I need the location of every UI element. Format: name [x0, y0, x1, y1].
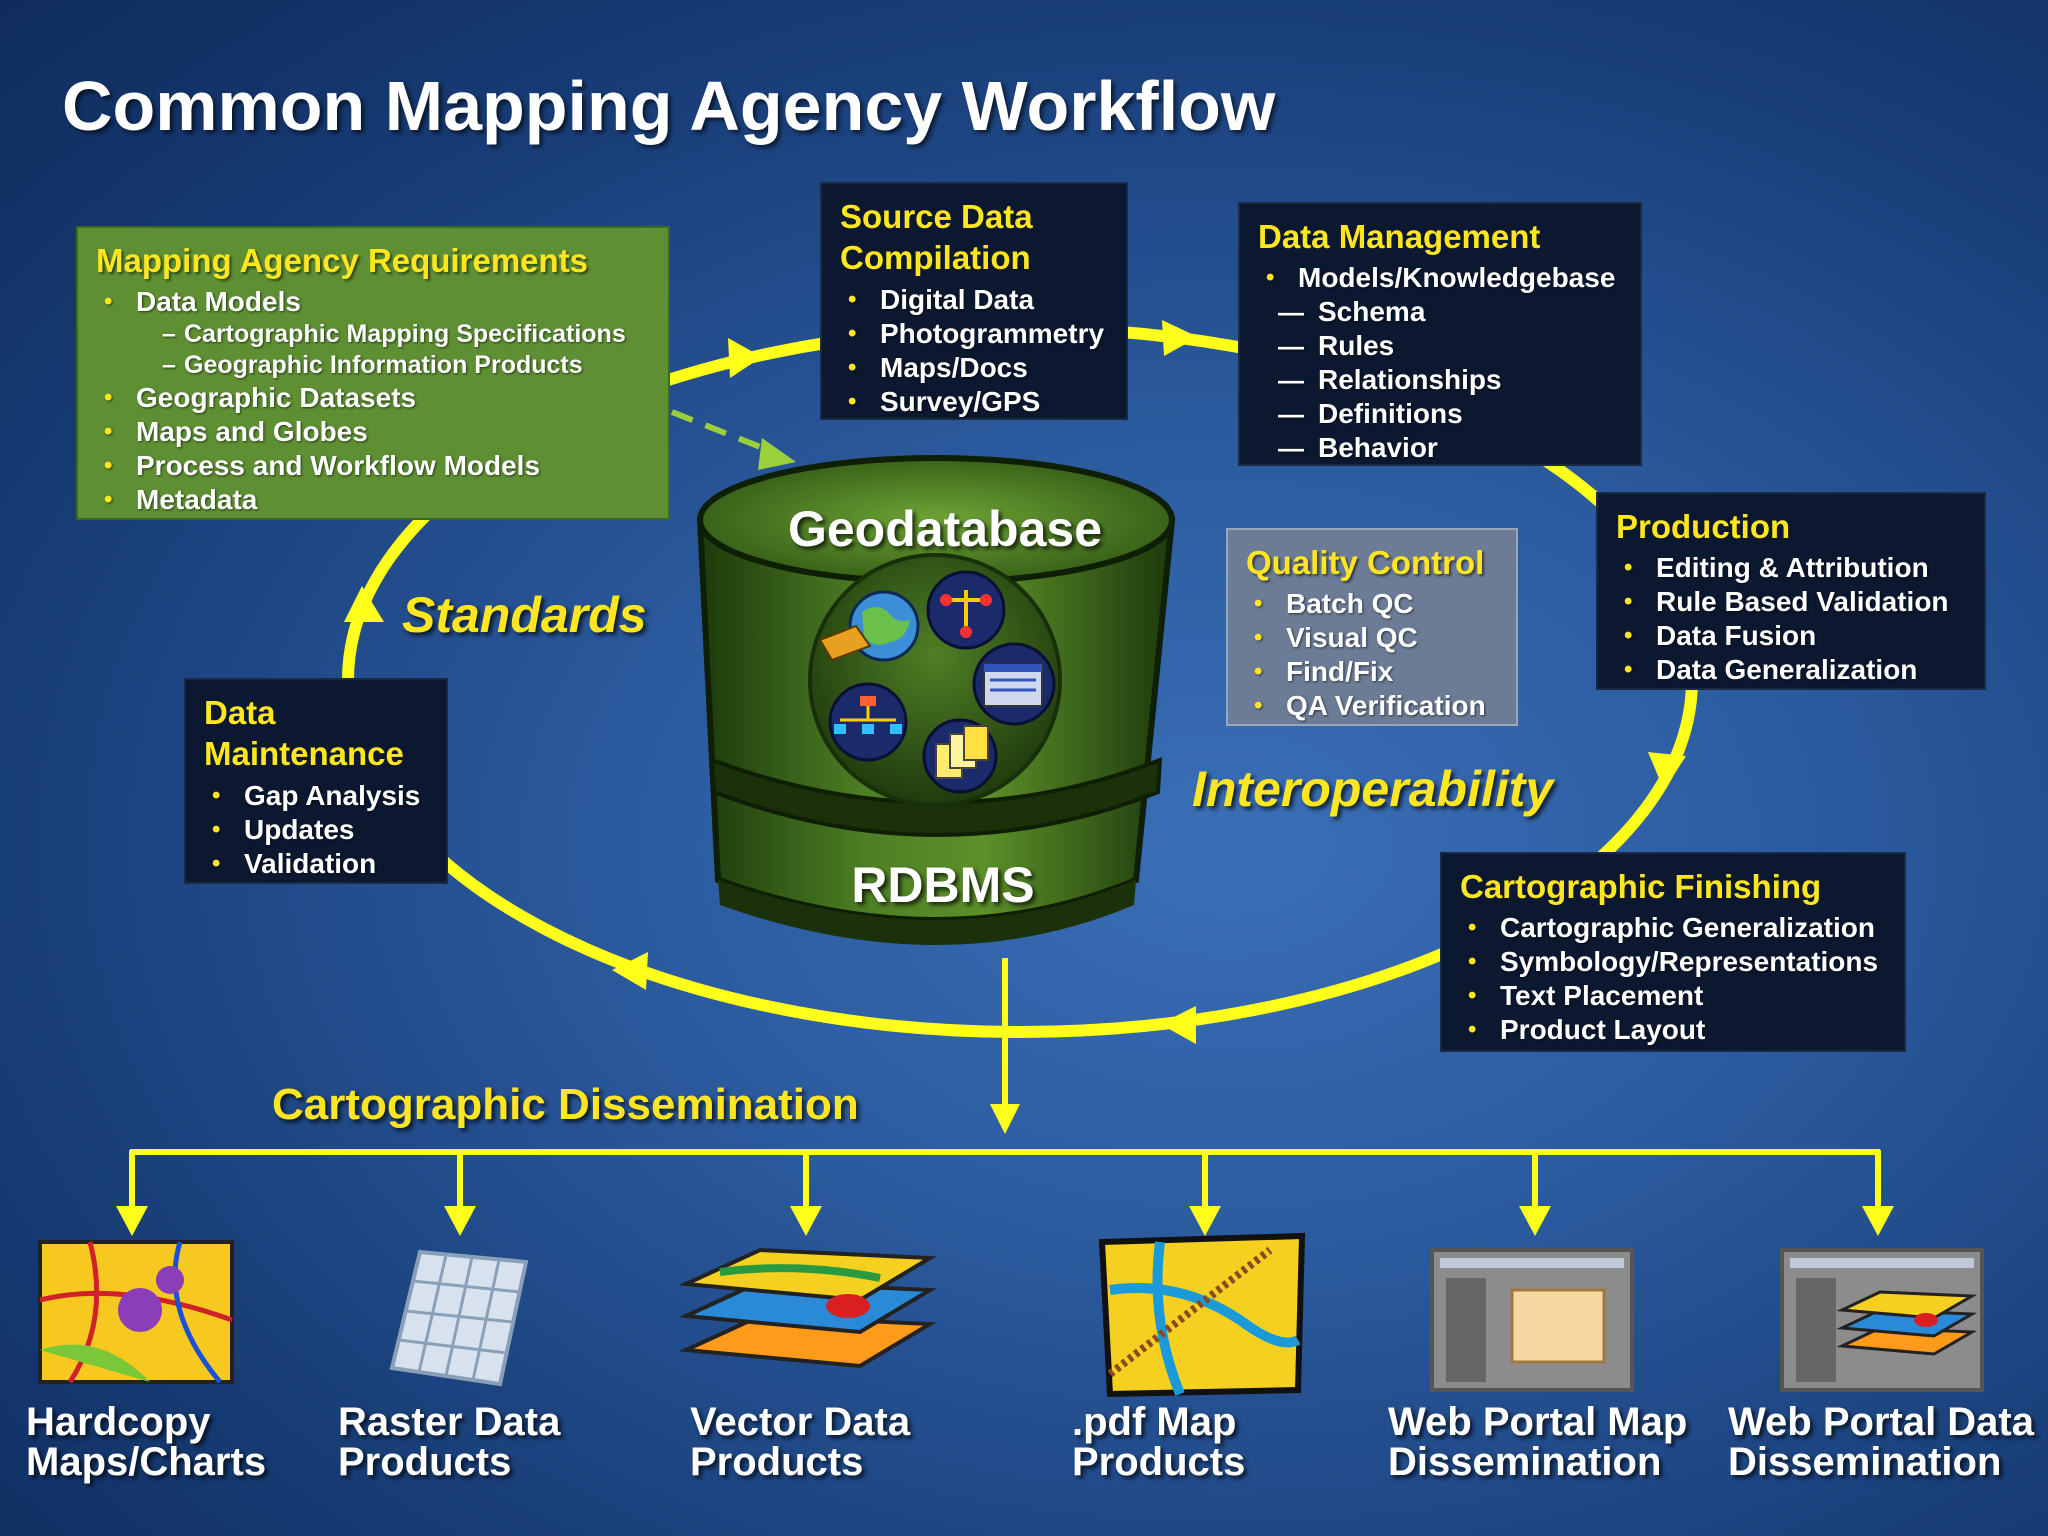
requirements-heading: Mapping Agency Requirements: [96, 242, 589, 279]
list-item: Digital Data: [840, 283, 1108, 317]
list-item: Geographic Datasets: [96, 381, 650, 415]
list-item: Visual QC: [1246, 621, 1498, 655]
list-item: Cartographic Generalization: [1460, 911, 1886, 945]
hierarchy-icon: [828, 682, 908, 762]
vector-layers-icon: [678, 1247, 937, 1369]
list-subitem: Relationships: [1258, 363, 1622, 397]
production-list: Editing & Attribution Rule Based Validat…: [1616, 551, 1966, 687]
data-management-heading: Data Management: [1258, 218, 1541, 255]
source-data-list: Digital Data Photogrammetry Maps/Docs Su…: [840, 283, 1108, 419]
standards-label: Standards: [402, 587, 647, 643]
list-item: Gap Analysis: [204, 779, 428, 813]
geodatabase-cylinder: [696, 455, 1176, 945]
list-item: QA Verification: [1246, 689, 1498, 723]
dissemination-label: Cartographic Dissemination: [272, 1080, 859, 1129]
cycle-arrow-bottom-right: [1160, 1006, 1196, 1044]
production-heading: Production: [1616, 508, 1791, 545]
cartographic-finishing-list: Cartographic Generalization Symbology/Re…: [1460, 911, 1886, 1047]
list-item: Models/Knowledgebase: [1258, 261, 1622, 295]
list-item: Rule Based Validation: [1616, 585, 1966, 619]
source-data-heading: Source Data Compilation: [840, 196, 1108, 279]
cycle-arrow-right: [1648, 752, 1686, 790]
list-item: Symbology/Representations: [1460, 945, 1886, 979]
production-box: Production Editing & Attribution Rule Ba…: [1596, 492, 1986, 690]
cartographic-finishing-box: Cartographic Finishing Cartographic Gene…: [1440, 852, 1906, 1052]
source-data-box: Source Data Compilation Digital Data Pho…: [820, 182, 1128, 420]
cartographic-finishing-heading: Cartographic Finishing: [1460, 868, 1822, 905]
requirements-list: Data Models Cartographic Mapping Specifi…: [96, 285, 650, 517]
list-item: Editing & Attribution: [1616, 551, 1966, 585]
source-data-heading-line1: Source Data: [840, 198, 1033, 235]
data-management-box: Data Management Models/Knowledgebase Sch…: [1238, 202, 1642, 466]
list-item: Photogrammetry: [840, 317, 1108, 351]
globe-layers-icon: [818, 590, 920, 662]
list-item: Product Layout: [1460, 1013, 1886, 1047]
cycle-arrow-top-right: [1162, 320, 1198, 356]
list-item: Survey/GPS: [840, 385, 1108, 419]
cycle-arrow-left: [344, 586, 384, 622]
list-item: Validation: [204, 847, 428, 881]
list-subitem: Rules: [1258, 329, 1622, 363]
requirements-box: Mapping Agency Requirements Data Models …: [76, 226, 670, 520]
list-item: Maps/Docs: [840, 351, 1108, 385]
table-window-icon: [972, 642, 1056, 726]
list-item: Find/Fix: [1246, 655, 1498, 689]
interoperability-label: Interoperability: [1192, 761, 1554, 817]
dissemination-drops: [116, 1150, 1894, 1236]
web-portal-map-icon: [1430, 1248, 1634, 1392]
list-subitem: Cartographic Mapping Specifications: [96, 319, 650, 350]
pdf-map-icon: [1098, 1232, 1306, 1398]
list-item: Text Placement: [1460, 979, 1886, 1013]
list-item: Data Generalization: [1616, 653, 1966, 687]
list-item: Data Models: [96, 285, 650, 319]
geodatabase-label: Geodatabase: [787, 501, 1102, 557]
page-title: Common Mapping Agency Workflow: [62, 67, 1276, 145]
list-subitem: Behavior: [1258, 431, 1622, 465]
list-item: Metadata: [96, 483, 650, 517]
list-item: Process and Workflow Models: [96, 449, 650, 483]
data-maintenance-heading-line2: Maintenance: [204, 735, 404, 773]
list-subitem: Definitions: [1258, 397, 1622, 431]
network-icon: [926, 570, 1006, 650]
list-item: Batch QC: [1246, 587, 1498, 621]
list-item: Maps and Globes: [96, 415, 650, 449]
data-maintenance-list: Gap Analysis Updates Validation: [204, 779, 428, 881]
data-maintenance-heading-line1: Data: [204, 694, 276, 731]
data-management-list: Models/Knowledgebase Schema Rules Relati…: [1258, 261, 1622, 465]
raster-grid-icon: [389, 1249, 529, 1387]
requirements-dashed-arrow: [670, 409, 780, 457]
list-subitem: Geographic Information Products: [96, 350, 650, 381]
list-item: Data Fusion: [1616, 619, 1966, 653]
source-data-heading-line2: Compilation: [840, 239, 1031, 277]
list-subitem: Schema: [1258, 295, 1622, 329]
quality-control-box: Quality Control Batch QC Visual QC Find/…: [1226, 528, 1518, 726]
cycle-arrow-top-left: [728, 338, 762, 378]
quality-control-heading: Quality Control: [1246, 544, 1485, 581]
list-item: Updates: [204, 813, 428, 847]
cycle-arrow-bottom-left: [612, 952, 648, 990]
quality-control-list: Batch QC Visual QC Find/Fix QA Verificat…: [1246, 587, 1498, 723]
data-maintenance-heading: Data Maintenance: [204, 692, 428, 775]
data-maintenance-box: Data Maintenance Gap Analysis Updates Va…: [184, 678, 448, 884]
rdbms-label: RDBMS: [851, 857, 1035, 913]
documents-icon: [922, 718, 998, 794]
web-portal-data-icon: [1780, 1248, 1984, 1392]
hardcopy-map-icon: [38, 1240, 234, 1384]
